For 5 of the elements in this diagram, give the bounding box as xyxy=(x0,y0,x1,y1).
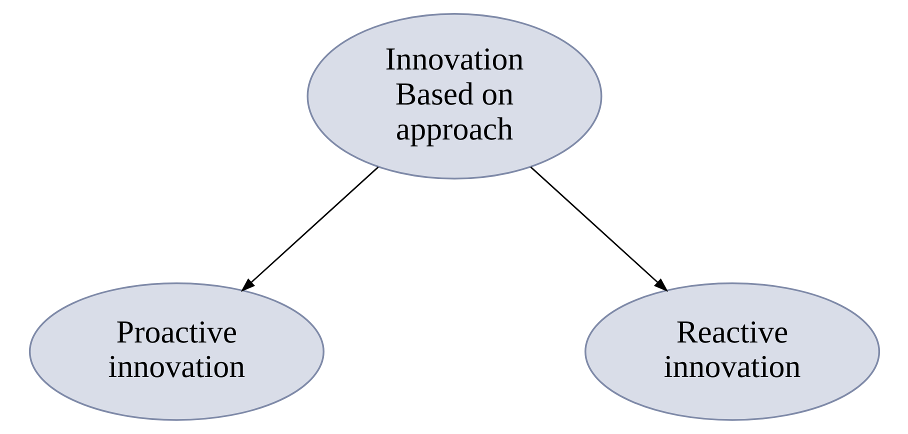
arrow xyxy=(240,166,378,292)
node-ellipse: Reactive innovation xyxy=(584,282,880,421)
arrow xyxy=(530,166,668,292)
node-ellipse: Innovation Based on approach xyxy=(306,13,602,180)
node-ellipse: Proactive innovation xyxy=(28,282,324,421)
